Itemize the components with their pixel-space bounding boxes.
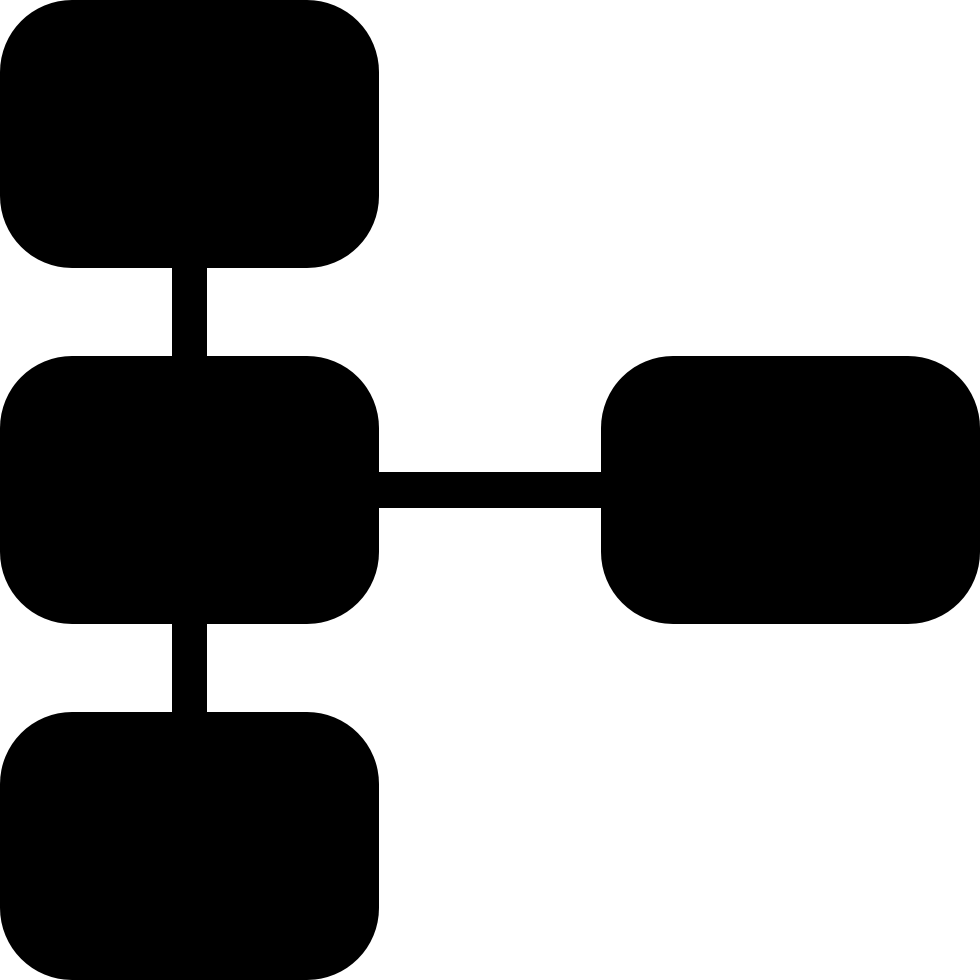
node-right — [601, 356, 980, 624]
connector-middle-to-right — [372, 472, 607, 508]
connector-top-to-middle — [172, 262, 207, 362]
node-middle — [0, 356, 379, 624]
connector-middle-to-bottom — [172, 618, 207, 718]
node-top — [0, 0, 379, 268]
node-bottom — [0, 712, 379, 980]
